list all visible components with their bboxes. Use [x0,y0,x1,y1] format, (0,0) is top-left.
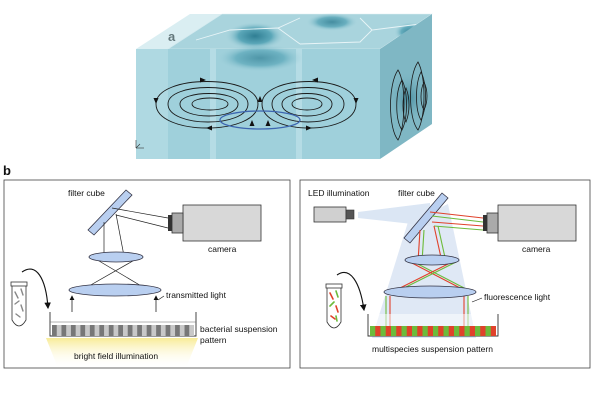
pattern-stripe [454,326,460,336]
label-filter-cube: filter cube [398,188,435,198]
top-hotspot [225,22,285,50]
label-multispecies-pattern: multispecies suspension pattern [372,344,493,354]
pattern-stripe [380,326,386,336]
flow-streamlines-front [155,81,357,129]
camera-lens [486,212,499,234]
panel-b-left: filter cube camera transmitted light bac… [3,179,291,369]
flow-streamlines-side [390,61,428,141]
pattern-stripe [370,326,376,336]
flow-ring [219,110,301,130]
pattern-stripe [52,325,57,336]
front-face-shade [136,49,168,159]
pattern-stripe [422,326,428,336]
axis-triad [135,140,144,149]
pattern-stripe [475,326,481,336]
illumination-cone [372,204,476,338]
panel-b-letter: b [3,163,11,178]
fluorescent-pattern [370,326,491,336]
camera-lens-mount [483,215,487,231]
lens-upper [404,254,460,266]
led-lens [345,209,355,220]
pattern-stripe [184,325,190,336]
label-leader [471,297,483,303]
camera-lens-mount [168,215,172,231]
filter-cube [403,192,449,244]
label-fluorescence-light: fluorescence light [484,292,551,302]
pattern-stripe [80,325,86,336]
front-hotspot [216,44,304,72]
label-suspension-pattern-2: pattern [200,335,227,345]
label-transmitted-light: transmitted light [166,290,227,300]
pattern-stripe [137,325,142,336]
pattern-stripe [89,325,95,336]
panel-a: a [135,13,433,159]
lens-objective [383,285,477,299]
camera-body [182,204,262,242]
pattern-stripe [485,326,491,336]
pattern-stripe [165,325,171,336]
pattern-stripe [175,325,180,336]
label-camera: camera [522,244,551,254]
stripe-pattern [52,325,190,336]
front-face-shade [210,49,216,159]
pattern-stripe [108,325,114,336]
panel-b-right: LED illumination filter cube camera fluo… [299,179,591,369]
pattern-stripe [61,325,67,336]
lens-upper [88,251,144,263]
pattern-stripe [412,326,418,336]
camera-lens [171,212,184,234]
pattern-stripe [433,326,439,336]
label-bright-field: bright field illumination [74,351,158,361]
pattern-stripe [70,325,76,336]
pattern-stripe [391,326,397,336]
slab-top-edge [136,14,222,49]
multispecies-tube [325,283,343,329]
led-body [313,206,347,223]
label-led-illumination: LED illumination [308,188,370,198]
transfer-arrow [21,268,51,310]
pattern-stripe [146,325,152,336]
filter-cube [87,189,133,236]
front-face-shade [296,49,302,159]
cell-boundaries [195,17,421,45]
transfer-arrow [336,272,367,312]
pattern-stripe [443,326,449,336]
label-filter-cube: filter cube [68,188,105,198]
pattern-stripe [118,325,123,336]
top-hotspot [306,13,358,31]
bright-field-glow [46,338,198,368]
flow-arrows [153,77,359,131]
camera-body [497,204,577,242]
pattern-stripe [464,326,470,336]
label-leader [157,295,165,301]
pattern-stripe [127,325,133,336]
pattern-stripe [99,325,105,336]
sample-tube [10,281,28,327]
label-suspension-pattern-1: bacterial suspension [200,324,278,334]
pattern-stripe [156,325,161,336]
label-camera: camera [208,244,237,254]
lens-objective [68,283,162,297]
pattern-stripe [401,326,407,336]
